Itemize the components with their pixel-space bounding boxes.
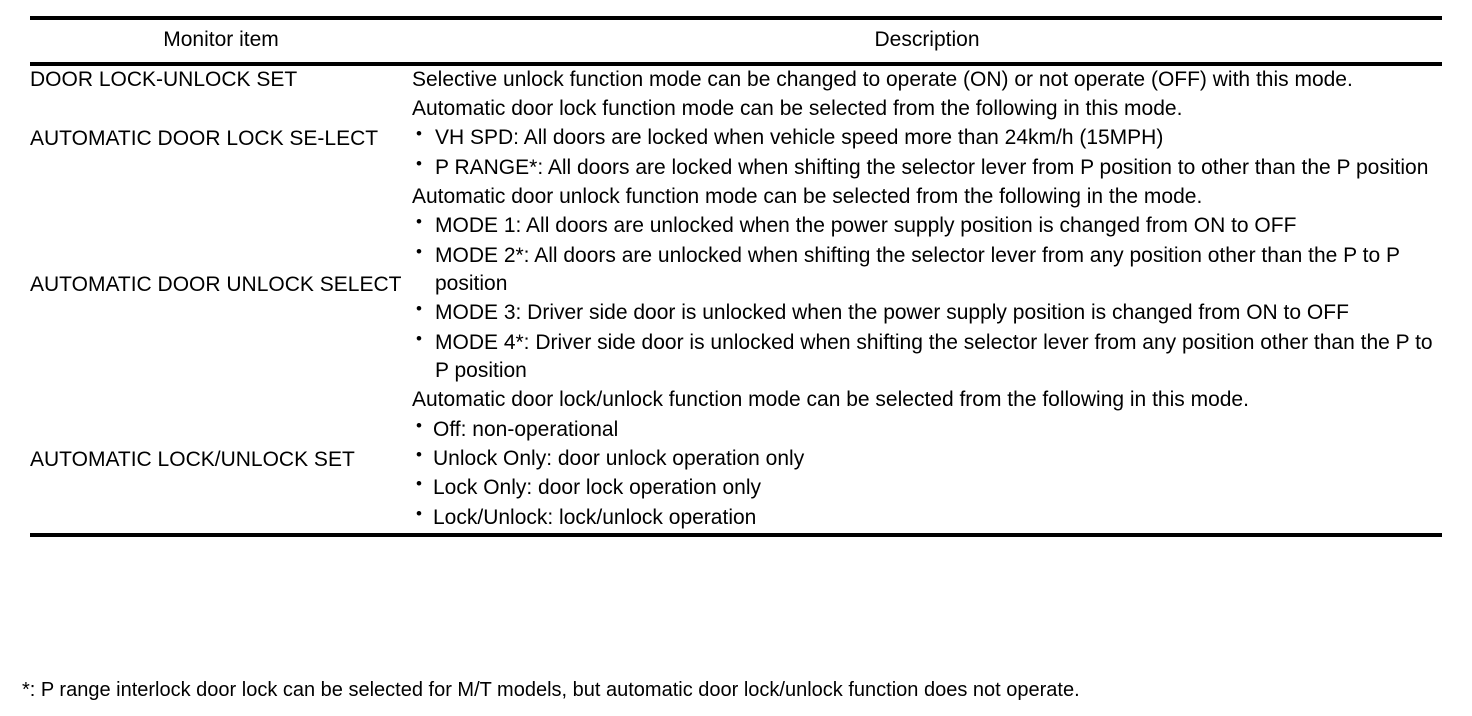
table-row: AUTOMATIC LOCK/UNLOCK SET Automatic door… [30,386,1442,538]
list-item: VH SPD: All doors are locked when vehicl… [412,123,1442,152]
description-cell: Automatic door lock function mode can be… [412,95,1442,183]
list-item: MODE 3: Driver side door is unlocked whe… [412,298,1442,327]
table-header: Monitor item Description [30,16,1442,66]
list-item: MODE 4*: Driver side door is unlocked wh… [412,328,1442,386]
table-row: AUTOMATIC DOOR LOCK SE-LECT Automatic do… [30,95,1442,183]
table-body: DOOR LOCK-UNLOCK SET Selective unlock fu… [30,64,1442,538]
table-row: DOOR LOCK-UNLOCK SET Selective unlock fu… [30,64,1442,95]
description-lead-text: Selective unlock function mode can be ch… [412,67,1353,91]
description-cell: Automatic door lock/unlock function mode… [412,386,1442,538]
list-item: Lock Only: door lock operation only [412,473,1442,502]
description-cell: Automatic door unlock function mode can … [412,183,1442,386]
monitor-item-label: DOOR LOCK-UNLOCK SET [30,68,298,92]
column-header-monitor-item: Monitor item [30,16,412,66]
list-item: Lock/Unlock: lock/unlock operation [412,503,1442,532]
list-item: Off: non-operational [412,415,1442,444]
monitor-item-label: AUTOMATIC DOOR UNLOCK SELECT [30,272,402,296]
list-item: P RANGE*: All doors are locked when shif… [412,153,1442,182]
description-bullet-list: MODE 1: All doors are unlocked when the … [412,211,1442,386]
table-row: AUTOMATIC DOOR UNLOCK SELECT Automatic d… [30,183,1442,386]
table-footnote: *: P range interlock door lock can be se… [22,679,1080,701]
monitor-item-label: AUTOMATIC DOOR LOCK SE-LECT [30,126,379,150]
monitor-item-label: AUTOMATIC LOCK/UNLOCK SET [30,447,355,471]
monitor-item-cell: AUTOMATIC DOOR UNLOCK SELECT [30,183,412,386]
description-cell: Selective unlock function mode can be ch… [412,64,1442,95]
column-header-description: Description [412,16,1442,66]
monitor-item-table: Monitor item Description DOOR LOCK-UNLOC… [30,16,1442,538]
monitor-item-cell: AUTOMATIC DOOR LOCK SE-LECT [30,95,412,183]
description-lead-text: Automatic door lock function mode can be… [412,96,1183,120]
description-lead-text: Automatic door lock/unlock function mode… [412,388,1249,412]
monitor-item-cell: DOOR LOCK-UNLOCK SET [30,64,412,95]
list-item: MODE 2*: All doors are unlocked when shi… [412,241,1442,299]
monitor-item-cell: AUTOMATIC LOCK/UNLOCK SET [30,386,412,538]
description-lead-text: Automatic door unlock function mode can … [412,184,1203,208]
list-item: Unlock Only: door unlock operation only [412,444,1442,473]
description-bullet-list: Off: non-operational Unlock Only: door u… [412,415,1442,532]
table-header-row: Monitor item Description [30,16,1442,66]
description-bullet-list: VH SPD: All doors are locked when vehicl… [412,123,1442,182]
list-item: MODE 1: All doors are unlocked when the … [412,211,1442,240]
